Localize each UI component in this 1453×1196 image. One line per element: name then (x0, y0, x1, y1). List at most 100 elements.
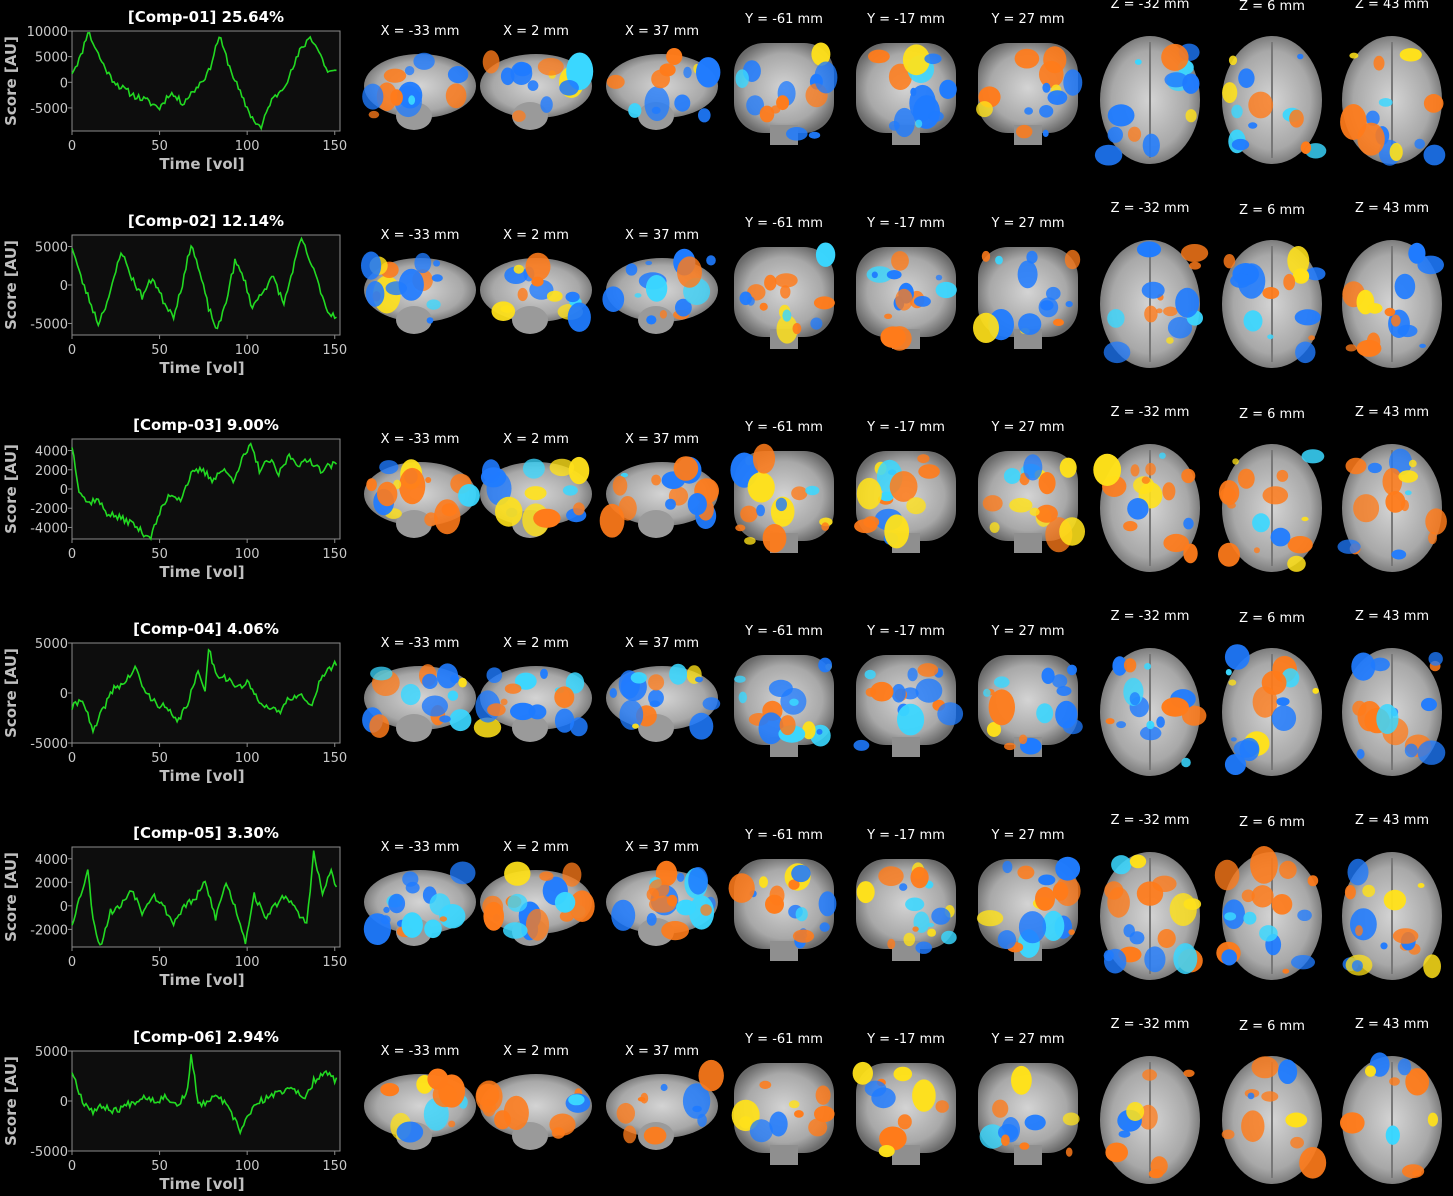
activation-blob (619, 699, 644, 730)
activation-blob (1344, 885, 1356, 900)
activation-blob (995, 255, 1003, 265)
activation-blob (1018, 313, 1042, 335)
activation-blob (1065, 1147, 1073, 1157)
brain-slice (978, 451, 1085, 553)
activation-blob (1059, 517, 1085, 546)
slice-label: Z = 6 mm (1239, 203, 1305, 218)
activation-blob (546, 290, 563, 302)
activation-blob (1251, 1056, 1279, 1079)
activation-blob (634, 293, 642, 298)
activation-blob (1351, 652, 1376, 681)
activation-blob (458, 484, 480, 507)
brain-slice (1222, 644, 1322, 776)
x-tick-label: 50 (151, 547, 168, 562)
activation-blob (649, 700, 661, 708)
x-tick-label: 150 (322, 751, 347, 766)
activation-blob (1356, 749, 1365, 759)
activation-blob (688, 867, 708, 895)
activation-blob (1130, 464, 1140, 477)
activation-blob (1340, 1112, 1365, 1134)
component-title: [Comp-04] 4.06% (133, 620, 279, 638)
brain-slice (1222, 36, 1327, 164)
brain-slice (1214, 846, 1322, 980)
slice-label: Z = 43 mm (1355, 1017, 1429, 1032)
activation-blob (458, 677, 467, 688)
activation-blob (910, 866, 929, 889)
activation-blob (644, 86, 670, 122)
slice-label: X = 37 mm (625, 840, 699, 855)
activation-blob (405, 881, 420, 894)
activation-blob (1347, 858, 1369, 886)
activation-blob (928, 111, 944, 122)
activation-blob (611, 899, 636, 931)
x-axis-label: Time [vol] (159, 359, 244, 377)
y-tick-label: -5000 (30, 1145, 68, 1160)
activation-blob (562, 862, 582, 887)
activation-blob (537, 58, 564, 76)
activation-blob (927, 922, 935, 928)
activation-blob (1267, 334, 1274, 340)
activation-blob (1270, 527, 1291, 547)
activation-blob (1094, 144, 1123, 166)
cerebellum-shape (512, 306, 548, 334)
activation-blob (436, 663, 459, 689)
slice-label: Z = 6 mm (1239, 0, 1305, 14)
activation-blob (445, 83, 467, 109)
slice-label: X = 37 mm (625, 24, 699, 39)
activation-blob (674, 94, 691, 112)
x-tick-label: 150 (322, 139, 347, 154)
activation-blob (540, 96, 553, 113)
activation-blob (1308, 335, 1315, 341)
activation-blob (895, 288, 913, 311)
brain-slice (602, 248, 718, 334)
activation-blob (666, 48, 683, 65)
activation-blob (1228, 679, 1237, 686)
activation-blob (362, 83, 384, 110)
activation-blob (524, 486, 547, 501)
activation-blob (1287, 536, 1313, 554)
activation-blob (1223, 254, 1236, 269)
activation-blob (1376, 704, 1399, 734)
y-tick-label: 0 (60, 900, 68, 915)
activation-blob (363, 913, 391, 945)
activation-blob (399, 467, 426, 505)
activation-blob (676, 872, 685, 882)
plot-area (71, 642, 341, 744)
activation-blob (637, 1097, 646, 1102)
activation-blob (424, 919, 442, 939)
x-tick-label: 150 (322, 547, 347, 562)
activation-blob (739, 291, 752, 306)
activation-blob (513, 62, 532, 77)
brain-slice (606, 1059, 724, 1150)
x-tick-label: 150 (322, 1159, 347, 1174)
activation-blob (1136, 881, 1164, 906)
activation-blob (660, 1083, 668, 1092)
activation-blob (623, 1125, 637, 1144)
slice-label: Z = 6 mm (1239, 611, 1305, 626)
slice-label: X = -33 mm (381, 636, 460, 651)
activation-blob (1157, 929, 1176, 948)
activation-blob (752, 443, 776, 474)
activation-blob (500, 698, 508, 706)
activation-blob (661, 921, 689, 941)
brain-slice (731, 1063, 835, 1165)
activation-blob (813, 296, 835, 310)
activation-blob (422, 673, 438, 690)
activation-blob (791, 486, 808, 501)
slice-label: Y = -17 mm (866, 12, 945, 27)
slice-label: Z = -32 mm (1111, 0, 1190, 12)
activation-blob (408, 95, 416, 105)
brain-slice (734, 42, 838, 145)
activation-blob (1173, 943, 1198, 975)
activation-blob (776, 95, 790, 111)
y-axis-label: Score [AU] (2, 444, 20, 534)
activation-blob (983, 688, 991, 697)
activation-blob (997, 930, 1017, 950)
activation-blob (902, 44, 930, 76)
activation-blob (514, 672, 537, 690)
activation-blob (814, 61, 838, 94)
activation-blob (1366, 332, 1381, 352)
activation-blob (986, 722, 1002, 737)
x-tick-label: 100 (235, 1159, 260, 1174)
